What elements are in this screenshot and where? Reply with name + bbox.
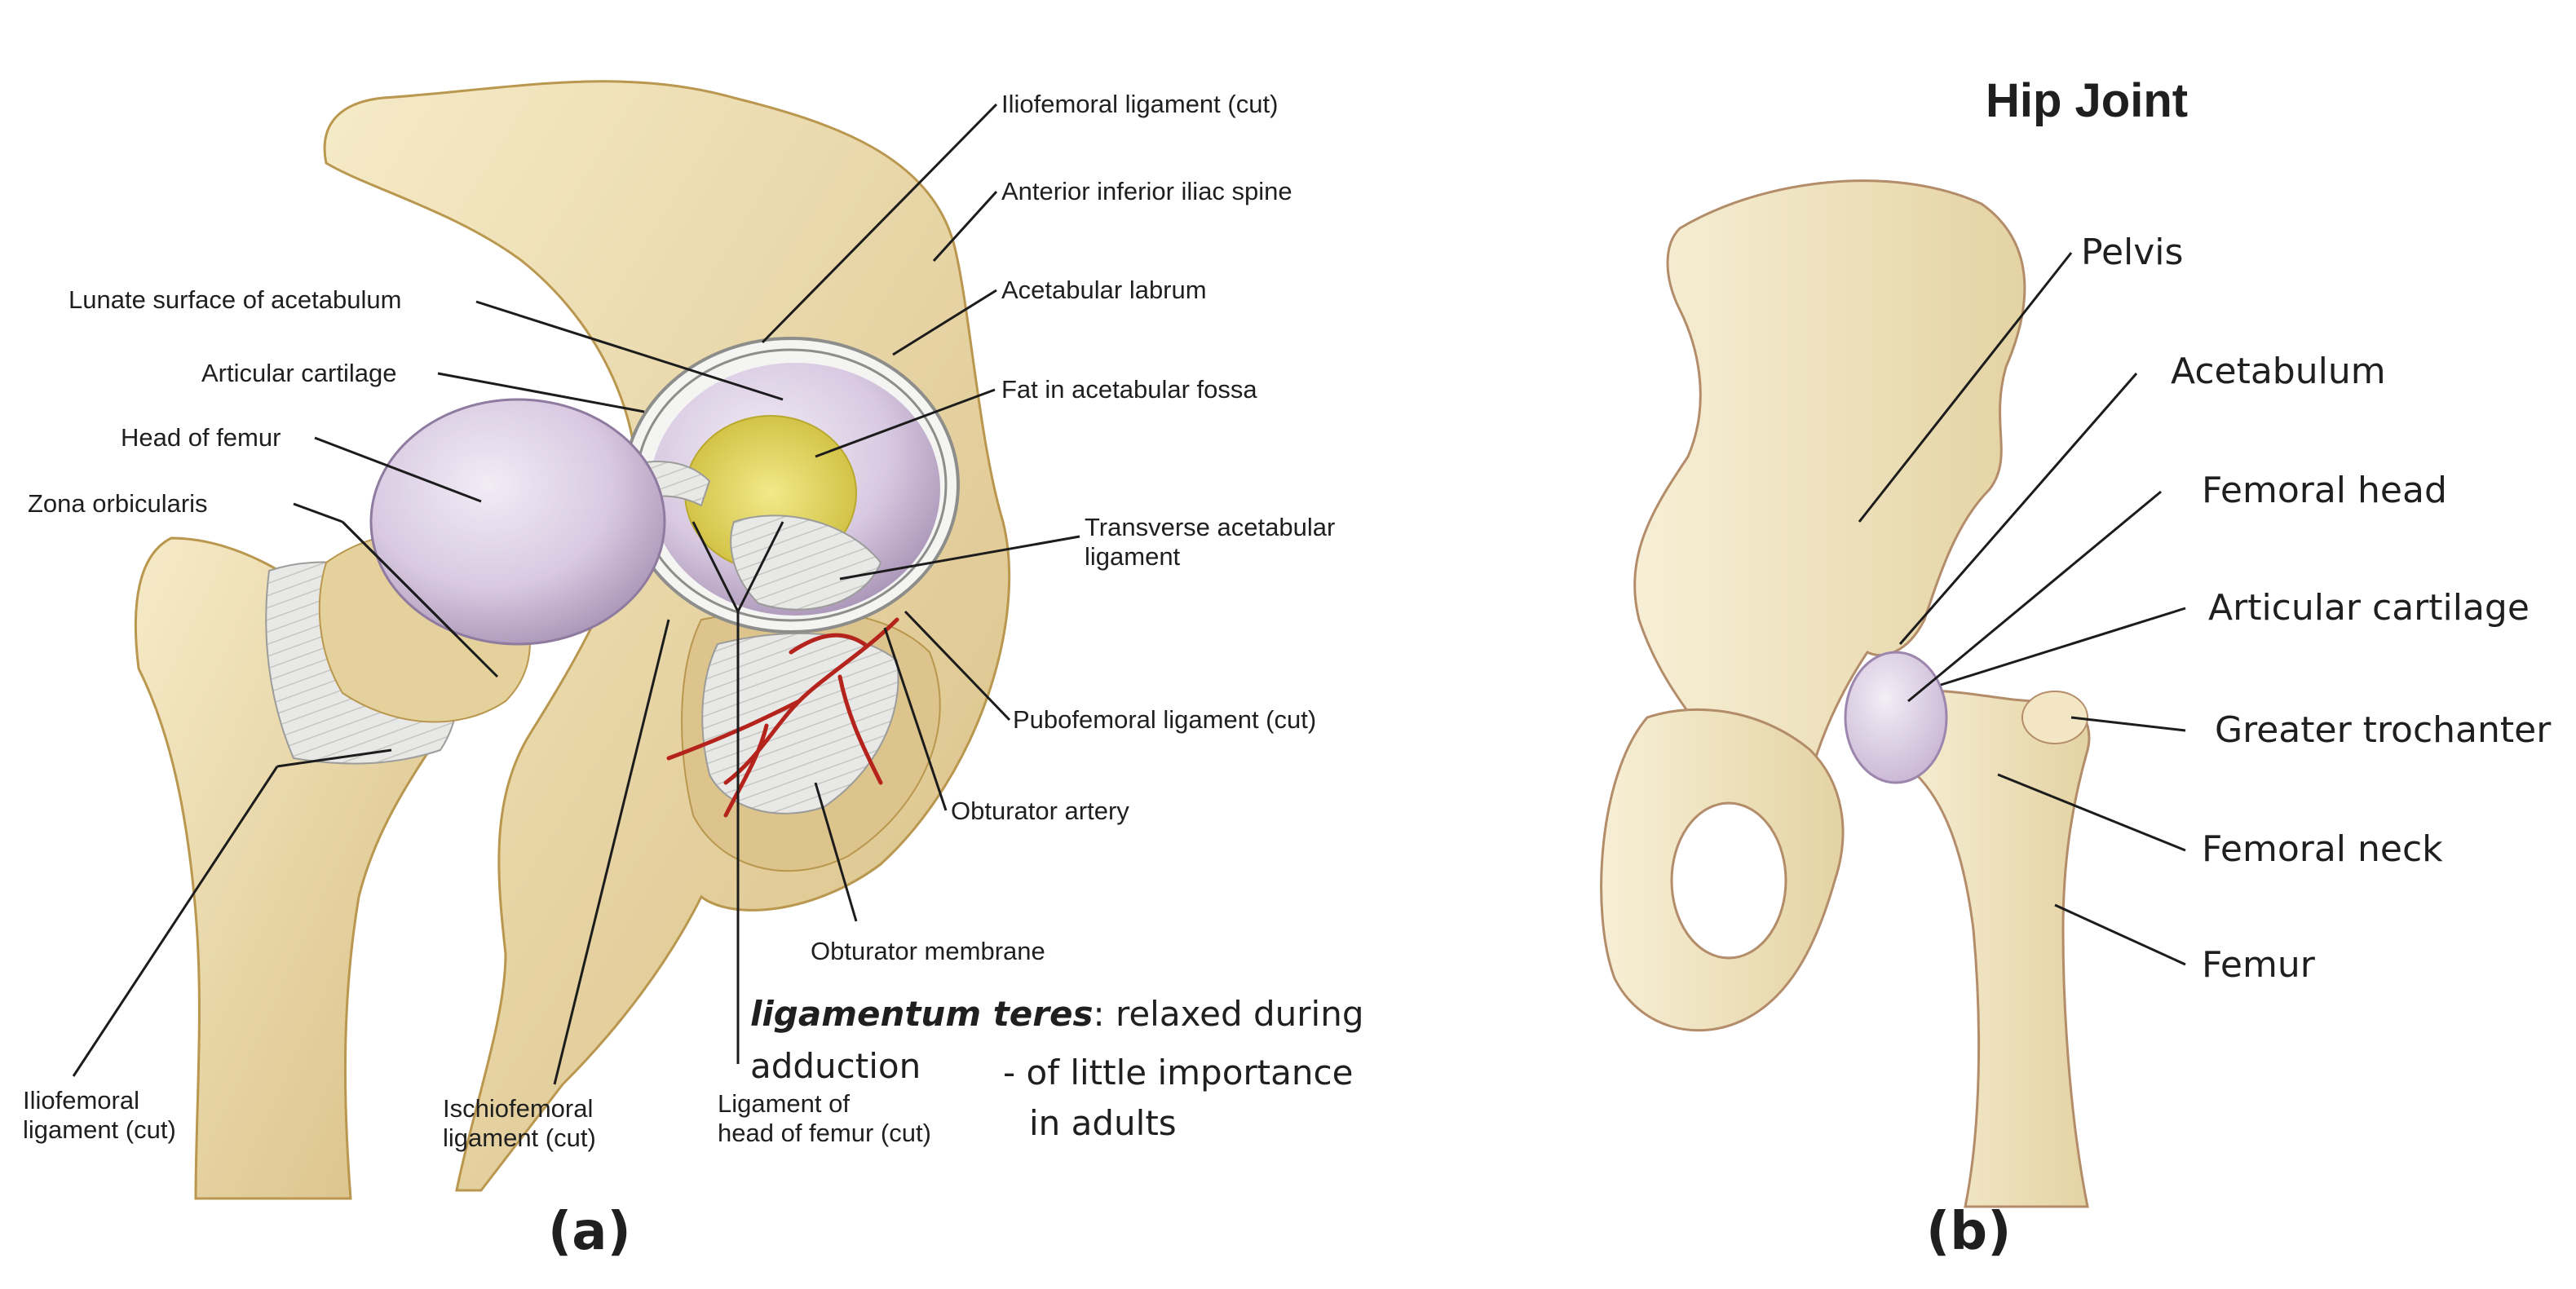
pelvis-bone-b: [1633, 179, 2026, 818]
label-greater-trochanter: Greater trochanter: [2215, 709, 2552, 751]
label-fat-in-fossa: Fat in acetabular fossa: [1001, 375, 1257, 404]
label-ischiofemoral-line1: Ischiofemoral: [443, 1094, 593, 1123]
label-acetabular-labrum: Acetabular labrum: [1001, 276, 1207, 304]
obturator-foramen-b: [1670, 801, 1787, 960]
label-femoral-head: Femoral head: [2202, 470, 2447, 511]
label-lunate-surface: Lunate surface of acetabulum: [68, 285, 401, 314]
label-iliofemoral-bottom-line2: ligament (cut): [23, 1115, 176, 1144]
label-ischiofemoral-line2: ligament (cut): [443, 1123, 596, 1152]
obturator-artery-shape: [666, 617, 899, 818]
label-iliofemoral-bottom-line1: Iliofemoral: [23, 1086, 139, 1115]
caption-a: (a): [548, 1202, 631, 1262]
label-femur: Femur: [2202, 944, 2316, 986]
panel-b-leader-lines: [1858, 252, 2186, 966]
label-articular-cartilage-b: Articular cartilage: [2208, 587, 2530, 629]
panel-b-illustration: [1600, 179, 2091, 1208]
label-acetabulum: Acetabulum: [2171, 351, 2386, 392]
head-of-femur-shape: [369, 398, 666, 646]
note-line3: in adults: [1029, 1103, 1177, 1143]
label-transverse-ligament-line1: Transverse acetabular: [1085, 513, 1335, 541]
label-pelvis: Pelvis: [2081, 232, 2183, 273]
panel-b-labels: Hip Joint Pelvis Acetabulum Femoral head…: [1986, 74, 2552, 986]
label-obturator-membrane: Obturator membrane: [811, 937, 1045, 965]
note-line2b: - of little importance: [1003, 1053, 1353, 1093]
label-anterior-inferior-iliac-spine: Anterior inferior iliac spine: [1001, 177, 1292, 205]
ligamentum-teres-note: ligamentum teres: relaxed during adducti…: [750, 994, 1364, 1143]
svg-text:ligamentum teres: relaxed duri: ligamentum teres: relaxed during: [750, 994, 1364, 1034]
greater-trochanter-shape: [2021, 691, 2088, 744]
label-zona-orbicularis: Zona orbicularis: [28, 489, 208, 518]
label-head-of-femur: Head of femur: [121, 423, 281, 452]
note-term: ligamentum teres: [750, 994, 1093, 1034]
panel-b-title: Hip Joint: [1986, 74, 2188, 127]
label-transverse-ligament-line2: ligament: [1085, 542, 1181, 571]
note-line1-rest: : relaxed during: [1093, 994, 1363, 1034]
label-iliofemoral-top: Iliofemoral ligament (cut): [1001, 90, 1278, 118]
panel-a-labels: Iliofemoral ligament (cut) Anterior infe…: [23, 90, 1335, 1152]
label-pubofemoral: Pubofemoral ligament (cut): [1013, 705, 1316, 734]
caption-b: (b): [1926, 1202, 2011, 1262]
label-obturator-artery: Obturator artery: [951, 797, 1129, 825]
panel-a-illustration: [134, 80, 1011, 1200]
transverse-ligament-shape: [730, 514, 882, 611]
note-line2a: adduction: [750, 1046, 921, 1086]
panel-a-leader-lines: [72, 103, 1080, 1085]
label-articular-cartilage-a: Articular cartilage: [201, 359, 396, 387]
label-femoral-neck: Femoral neck: [2202, 828, 2443, 870]
label-ligament-of-head-line2: head of femur (cut): [718, 1119, 931, 1147]
femoral-head-shape: [1844, 651, 1948, 784]
label-ligament-of-head-line1: Ligament of: [718, 1089, 850, 1118]
